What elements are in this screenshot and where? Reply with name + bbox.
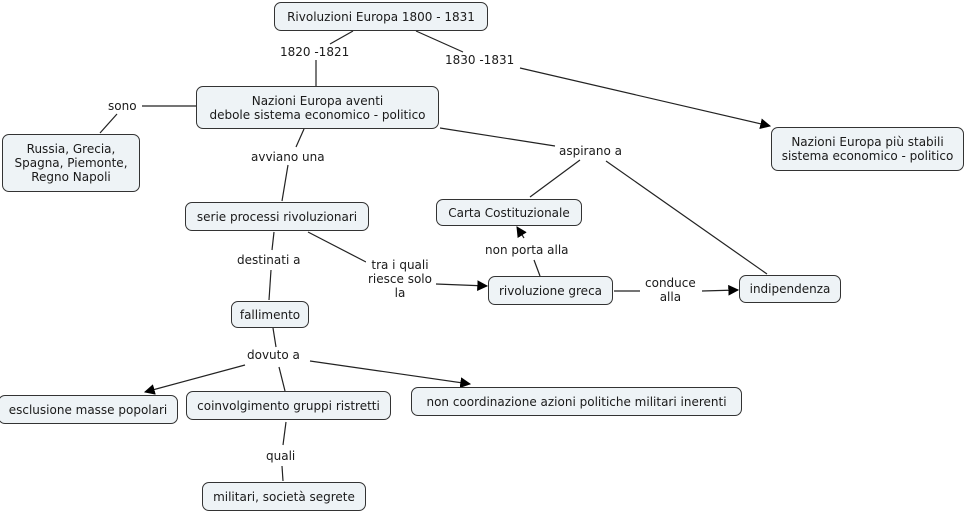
connector-conduce-indip	[701, 284, 740, 296]
concept-serie-processi[interactable]: serie processi rivoluzionari	[185, 202, 369, 231]
connector-dovuto-noncoord	[309, 360, 472, 388]
concept-esclusione[interactable]: esclusione masse popolari	[0, 395, 178, 424]
connector-dovuto-esclusione	[143, 364, 246, 395]
link-dovuto-a[interactable]: dovuto a	[245, 348, 302, 362]
link-sono[interactable]: sono	[106, 99, 139, 113]
link-1820-1821[interactable]: 1820 -1821	[278, 45, 352, 59]
link-quali[interactable]: quali	[264, 449, 298, 463]
connector-weak-avviano	[295, 128, 305, 148]
connector-sono-countries	[99, 113, 118, 134]
concept-stable-nations[interactable]: Nazioni Europa più stabili sistema econo…	[771, 127, 964, 171]
concept-fallimento[interactable]: fallimento	[231, 301, 309, 328]
connector-aspirano-indip	[605, 160, 768, 275]
link-1830-1831[interactable]: 1830 -1831	[443, 53, 517, 67]
connector-serie-traiquali	[307, 231, 367, 263]
connector-weak-aspirano	[439, 127, 556, 147]
concept-indipendenza[interactable]: indipendenza	[739, 275, 841, 303]
concept-militari[interactable]: militari, società segrete	[202, 482, 366, 511]
connector-fallimento-dovuto	[272, 327, 277, 348]
connector-dovuto-coinvolgimento	[278, 366, 286, 392]
link-tra-i-quali[interactable]: tra i quali riesce solo la	[366, 258, 434, 300]
concept-coinvolgimento[interactable]: coinvolgimento gruppi ristretti	[186, 391, 391, 420]
link-conduce-alla[interactable]: conduce alla	[643, 276, 698, 304]
concept-weak-nations[interactable]: Nazioni Europa aventi debole sistema eco…	[196, 86, 439, 129]
concept-non-coordinazione[interactable]: non coordinazione azioni politiche milit…	[411, 387, 742, 416]
connector-aspirano-carta	[529, 159, 581, 198]
link-aspirano-a[interactable]: aspirano a	[557, 144, 624, 158]
connector-1830-stable	[519, 67, 772, 130]
connector-root-1820	[329, 30, 354, 45]
connector-root-1830	[415, 30, 464, 53]
connector-serie-destinati	[271, 231, 275, 251]
connector-nonporta-carta	[516, 226, 527, 239]
concept-root[interactable]: Rivoluzioni Europa 1800 - 1831	[274, 2, 488, 31]
link-avviano-una[interactable]: avviano una	[249, 150, 327, 164]
link-destinati-a[interactable]: destinati a	[235, 253, 303, 267]
concept-countries[interactable]: Russia, Grecia, Spagna, Piemonte, Regno …	[2, 134, 140, 192]
concept-rivoluzione-greca[interactable]: rivoluzione greca	[488, 276, 613, 305]
connector-quali-militari	[281, 465, 284, 482]
concept-carta-costituzionale[interactable]: Carta Costituzionale	[436, 199, 582, 226]
connector-destinati-fallimento	[268, 269, 272, 301]
connector-traiquali-greca	[435, 280, 489, 292]
link-non-porta-alla[interactable]: non porta alla	[483, 243, 571, 257]
connector-avviano-serie	[281, 164, 289, 202]
connector-greca-nonporta	[533, 259, 541, 277]
connector-coinvolgimento-quali	[282, 421, 287, 446]
